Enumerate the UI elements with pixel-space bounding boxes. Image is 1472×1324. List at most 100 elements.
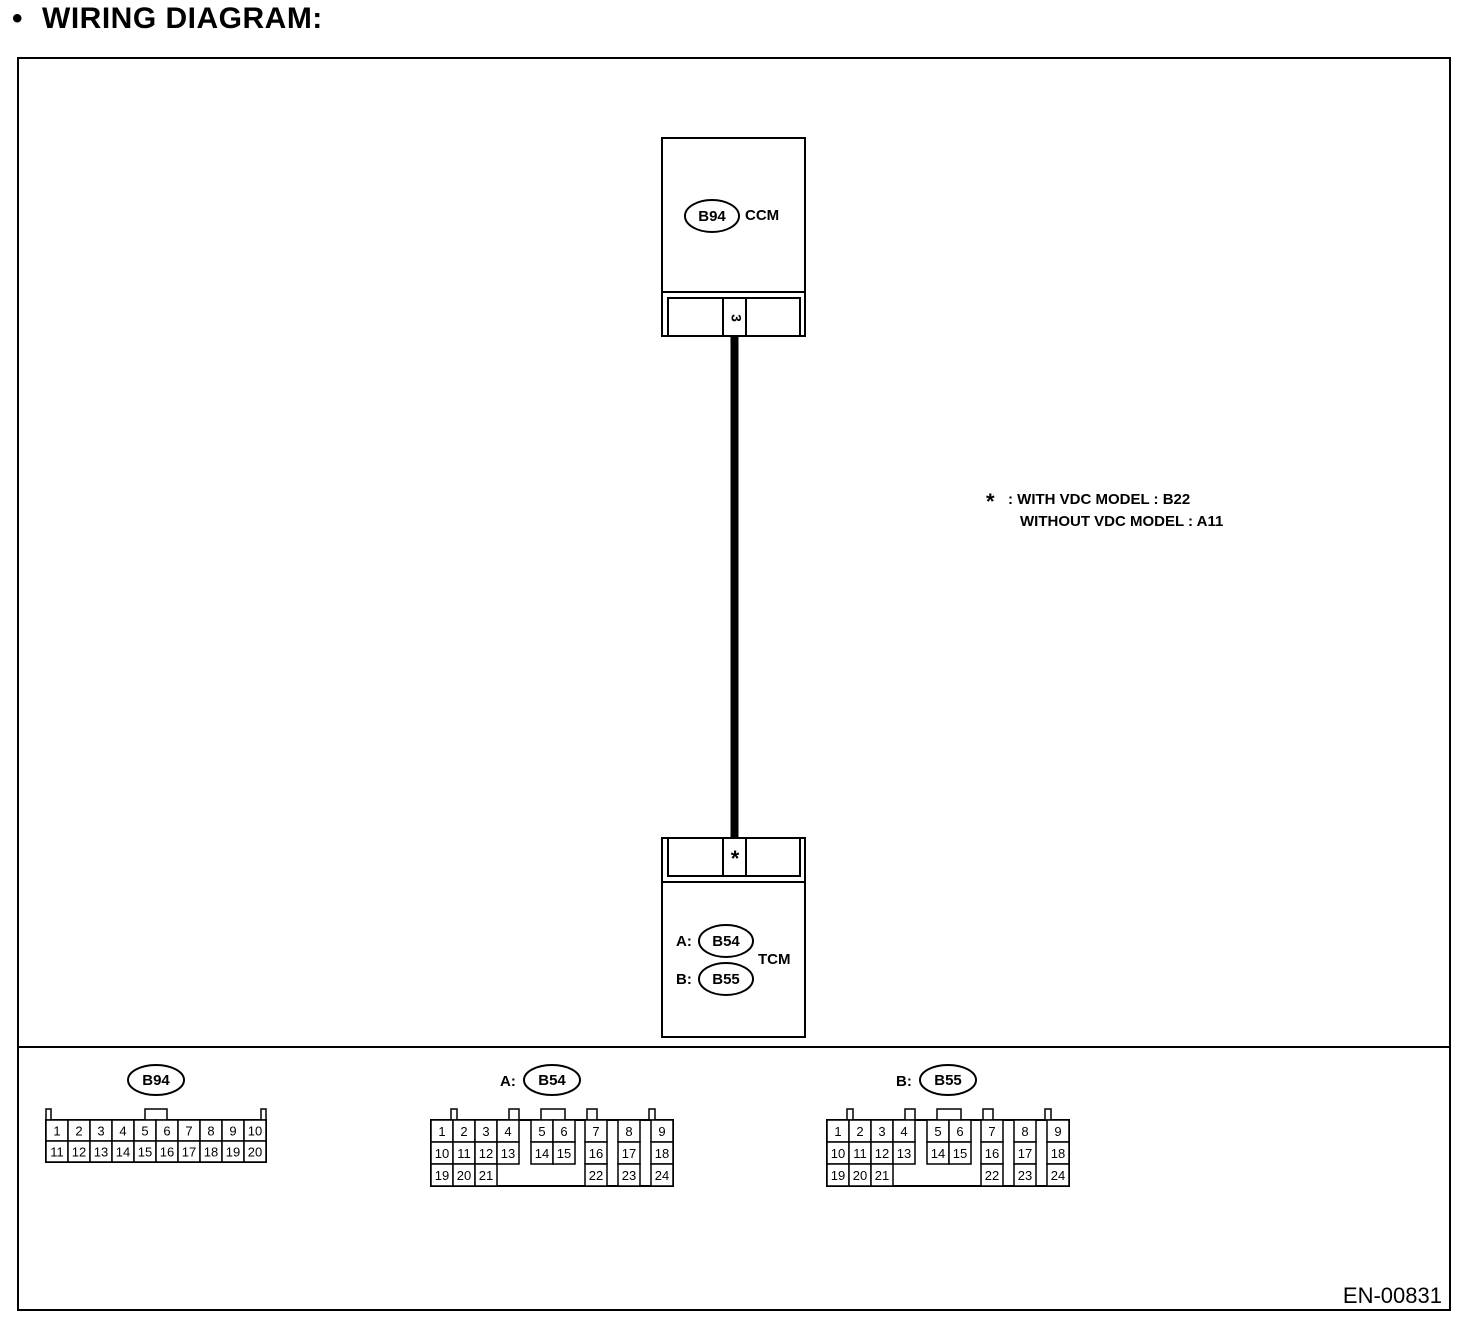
b94-key [144,1108,168,1121]
b55-pin-number: 5 [934,1124,941,1139]
b94-pin-number: 2 [75,1124,82,1139]
b54-pin-cell [617,1163,641,1187]
b94-latch-right [260,1108,267,1121]
b54-pin-number: 14 [535,1146,549,1161]
b94-pin-number: 18 [204,1145,218,1160]
b94-pin-number: 20 [248,1145,262,1160]
b54-pin-number: 22 [589,1168,603,1183]
b54-pin-number: 6 [560,1124,567,1139]
b54-pin-number: 2 [460,1124,467,1139]
b54-pin-number: 13 [501,1146,515,1161]
note-line-2: WITHOUT VDC MODEL : A11 [1020,513,1223,530]
b55-pin-cell [870,1163,894,1187]
b94-pin-number: 19 [226,1145,240,1160]
b55-pin-cell [948,1141,972,1165]
b54-pin-number: 1 [438,1124,445,1139]
b94-pin-number: 7 [185,1124,192,1139]
b94-pin-number: 13 [94,1145,108,1160]
b55-key [904,1108,916,1121]
b54-pin-number: 18 [655,1146,669,1161]
b55-pin-cell [980,1163,1004,1187]
b94-pin-number: 14 [116,1145,130,1160]
b94-pin-number: 12 [72,1145,86,1160]
b54-pin-number: 19 [435,1168,449,1183]
b94-label: B94 [142,1072,170,1089]
b55-pin-number: 17 [1018,1146,1032,1161]
note-symbol: * [986,489,995,514]
b54-pin-number: 12 [479,1146,493,1161]
b94-pin-number: 8 [207,1124,214,1139]
b54-pin-number: 24 [655,1168,669,1183]
b94-pin-number: 10 [248,1124,262,1139]
b54-key [450,1108,458,1121]
b54-pin-number: 10 [435,1146,449,1161]
tcm-connector-b-label: B55 [712,971,740,988]
b55-pin-cell [1046,1163,1070,1187]
b94-pin-number: 4 [119,1124,126,1139]
b55-pin-number: 24 [1051,1168,1065,1183]
b54-pin-number: 7 [592,1124,599,1139]
bullet: • [12,2,24,35]
b54-pin-number: 17 [622,1146,636,1161]
heading-text: WIRING DIAGRAM: [42,2,323,35]
ccm-unit: 3 B94 CCM [661,137,806,337]
ccm-name: CCM [745,207,779,224]
b54-label: B54 [538,1072,566,1089]
b55-pin-number: 1 [834,1124,841,1139]
b54-pin-cell [496,1141,520,1165]
b54-key [508,1108,520,1121]
diagram-frame [17,57,1451,1311]
b94-pin-number: 5 [141,1124,148,1139]
b94-pin-cell [243,1140,267,1163]
b94-latch-left [45,1108,52,1121]
b55-pin-cell [892,1141,916,1165]
b94-pin-number: 15 [138,1145,152,1160]
b55-pin-number: 4 [900,1124,907,1139]
b54-pin-number: 21 [479,1168,493,1183]
b54-pin-number: 8 [625,1124,632,1139]
b94-pin-number: 9 [229,1124,236,1139]
b55-pin-number: 14 [931,1146,945,1161]
b54-prefix: A: [500,1073,516,1090]
tcm-terminal-star: * [731,846,740,871]
b55-pin-number: 12 [875,1146,889,1161]
page-heading: • WIRING DIAGRAM: [12,2,323,36]
b55-pin-number: 6 [956,1124,963,1139]
ccm-connector-label: B94 [698,208,726,225]
b55-pin-number: 20 [853,1168,867,1183]
tcm-connector-a-oval [698,924,754,958]
b54-key [540,1108,566,1121]
b54-pin-number: 5 [538,1124,545,1139]
b54-pin-cell [584,1163,608,1187]
b54-pin-cell [474,1163,498,1187]
b55-pin-number: 11 [853,1146,867,1161]
b55-key [936,1108,962,1121]
b55-pin-number: 15 [953,1146,967,1161]
tcm-unit: * A: B54 B: B55 TCM [661,837,806,1038]
b55-prefix: B: [896,1073,912,1090]
b94-pin-number: 17 [182,1145,196,1160]
b55-pin-number: 8 [1021,1124,1028,1139]
b94-pin-number: 6 [163,1124,170,1139]
b55-pin-number: 19 [831,1168,845,1183]
ccm-body [661,137,806,337]
b55-pin-number: 3 [878,1124,885,1139]
b55-pin-number: 2 [856,1124,863,1139]
b94-pin-number: 11 [50,1145,64,1160]
b55-pin-number: 7 [988,1124,995,1139]
b55-pin-cell [1013,1163,1037,1187]
tcm-name: TCM [758,951,791,968]
b55-key [1044,1108,1052,1121]
b54-label-oval [523,1064,581,1096]
b55-key [846,1108,854,1121]
b54-pin-cell [650,1163,674,1187]
b94-pin-number: 3 [97,1124,104,1139]
b54-pin-number: 11 [457,1146,471,1161]
tcm-prefix-b: B: [676,971,692,988]
b54-pin-number: 9 [658,1124,665,1139]
b94-pin-number: 16 [160,1145,174,1160]
